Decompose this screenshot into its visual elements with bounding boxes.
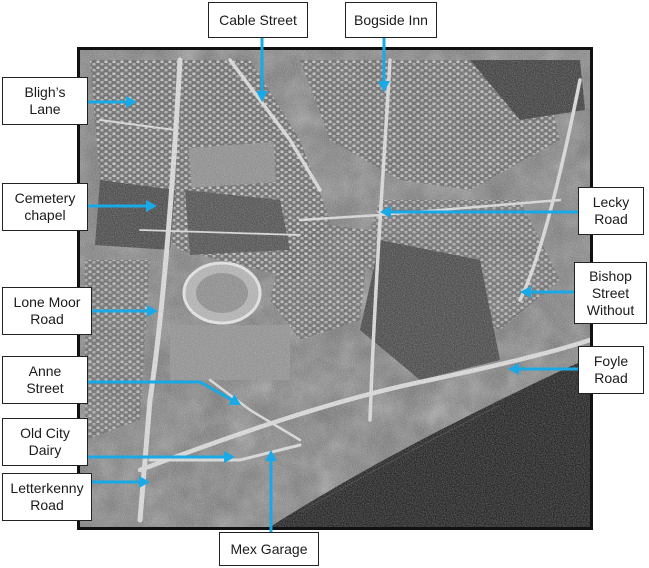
label-line: Bligh’s: [24, 84, 66, 100]
label-line: Street: [591, 284, 630, 301]
arrow-head: [224, 451, 235, 463]
arrow-head: [508, 363, 519, 375]
arrow-head: [520, 286, 531, 298]
label-line: Lone Moor: [13, 294, 81, 310]
label-line: Road: [594, 211, 628, 227]
arrow-lecky-road: [380, 206, 578, 218]
arrow-cable-street: [256, 38, 268, 102]
label-line: Road: [30, 497, 64, 513]
label-line: Bogside Inn: [354, 11, 428, 28]
label-line: Dairy: [28, 442, 62, 458]
arrow-head: [265, 450, 277, 461]
arrow-foyle-road: [508, 363, 578, 375]
arrow-mex-garage: [265, 450, 277, 532]
label-bogside-inn: Bogside Inn: [345, 2, 437, 38]
label-line: Lecky: [592, 194, 630, 210]
label-line: Mex Garage: [230, 540, 308, 557]
label-line: chapel: [24, 207, 66, 223]
label-cable-street: Cable Street: [208, 2, 308, 38]
arrow-head: [126, 96, 137, 108]
arrow-letterkenny-road: [92, 476, 150, 488]
arrow-old-city-dairy: [88, 451, 235, 463]
arrow-lone-moor-road: [92, 305, 158, 317]
leader-arrows: [88, 38, 578, 532]
arrow-head: [256, 91, 268, 102]
label-line: Road: [30, 311, 64, 327]
label-line: Lane: [29, 101, 61, 117]
label-line: Street: [26, 380, 64, 396]
arrow-head: [147, 305, 158, 317]
label-line: Anne: [28, 363, 62, 379]
arrow-shaft: [88, 380, 233, 401]
label-line: Without: [586, 301, 635, 318]
arrow-head: [378, 81, 390, 92]
arrow-head: [146, 200, 157, 212]
arrow-cemetery-chapel: [88, 200, 157, 212]
arrow-blighs-lane: [88, 96, 137, 108]
label-line: Bishop: [589, 267, 632, 284]
arrow-head: [228, 394, 241, 405]
arrow-bishop-street-without: [520, 286, 574, 298]
label-line: Letterkenny: [10, 480, 84, 496]
label-line: Old City: [20, 425, 70, 441]
label-line: Cemetery: [14, 190, 76, 206]
label-line: Road: [594, 370, 628, 386]
label-mex-garage: Mex Garage: [219, 532, 319, 566]
label-line: Foyle: [593, 353, 629, 369]
label-line: Cable Street: [219, 11, 297, 28]
arrow-bogside-inn: [378, 38, 390, 92]
arrow-anne-street: [88, 380, 241, 405]
arrow-head: [139, 476, 150, 488]
arrow-head: [380, 206, 391, 218]
